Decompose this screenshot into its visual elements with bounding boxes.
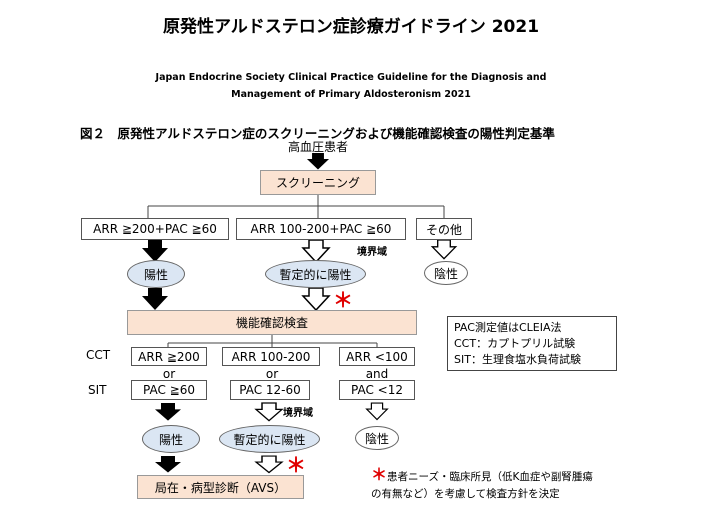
cct-high-box: ARR ≧200 <box>131 347 207 366</box>
english-subtitle: Japan Endocrine Society Clinical Practic… <box>0 69 702 103</box>
arr-high-box: ARR ≧200+PAC ≧60 <box>81 218 229 240</box>
arrow-sit-low <box>366 402 388 421</box>
arrow-provisional-confirm <box>302 287 330 311</box>
asterisk-mark-2: ＊ <box>286 453 306 477</box>
arrow-provisional-avs <box>255 455 283 474</box>
subtitle-line-2: Management of Primary Aldosteronism 2021 <box>231 89 471 100</box>
sit-high-box: PAC ≧60 <box>131 380 207 400</box>
footnote-text-2: の有無など）を考慮して検査方針を決定 <box>371 488 560 500</box>
start-label: 高血圧患者 <box>287 140 348 154</box>
arrow-arr-high <box>142 240 168 262</box>
confirm-branch-lines <box>167 335 378 347</box>
legend-box: PAC測定値はCLEIA法 CCT：カプトプリル試験 SIT：生理食塩水負荷試験 <box>447 316 617 371</box>
footnote-asterisk: ＊ <box>371 465 388 484</box>
or-label-1: or <box>162 367 176 381</box>
legend-line-3: SIT：生理食塩水負荷試験 <box>454 353 581 366</box>
branch-lines <box>147 195 445 218</box>
arrow-positive-confirm <box>142 288 168 310</box>
arrow-start-screening <box>306 153 330 170</box>
asterisk-mark-1: ＊ <box>333 288 353 312</box>
and-label: and <box>365 367 389 381</box>
confirm-test-box: 機能確認検査 <box>127 310 417 335</box>
positive-ellipse-screening: 陽性 <box>127 260 185 288</box>
provisional-ellipse-screening: 暫定的に陽性 <box>265 260 366 288</box>
page-title: 原発性アルドステロン症診療ガイドライン 2021 <box>162 17 540 37</box>
sit-row-label: SIT <box>88 383 107 397</box>
legend-line-1: PAC測定値はCLEIA法 <box>454 321 562 334</box>
footnote: ＊患者ニーズ・臨床所見（低K血症や副腎腫瘍 の有無など）を考慮して検査方針を決定 <box>371 466 593 503</box>
positive-ellipse-confirm: 陽性 <box>142 425 200 453</box>
boundary-label-screening: 境界域 <box>357 247 387 258</box>
arrow-positive-avs <box>155 456 181 473</box>
negative-ellipse-confirm: 陰性 <box>355 426 399 450</box>
footnote-text-1: 患者ニーズ・臨床所見（低K血症や副腎腫瘍 <box>387 471 593 483</box>
negative-ellipse-screening: 陰性 <box>424 261 468 285</box>
sit-mid-box: PAC 12-60 <box>230 380 310 400</box>
arr-mid-box: ARR 100-200+PAC ≧60 <box>236 218 406 240</box>
footnote-line-1: ＊患者ニーズ・臨床所見（低K血症や副腎腫瘍 <box>371 466 593 486</box>
cct-low-box: ARR <100 <box>339 347 415 366</box>
arrow-sit-mid <box>255 402 283 422</box>
or-label-2: or <box>265 367 279 381</box>
provisional-ellipse-confirm: 暫定的に陽性 <box>219 425 320 453</box>
legend-line-2: CCT：カプトプリル試験 <box>454 337 576 350</box>
figure-title: 図２ 原発性アルドステロン症のスクリーニングおよび機能確認検査の陽性判定基準 <box>80 126 555 141</box>
cct-row-label: CCT <box>86 348 111 362</box>
arrow-sit-high <box>155 403 181 421</box>
sit-low-box: PAC <12 <box>339 380 415 400</box>
arr-other-box: その他 <box>416 218 472 240</box>
arrow-arr-other <box>431 239 457 260</box>
screening-box: スクリーニング <box>260 170 376 195</box>
boundary-label-confirm: 境界域 <box>283 408 313 419</box>
subtitle-line-1: Japan Endocrine Society Clinical Practic… <box>155 72 547 83</box>
localization-avs-box: 局在・病型診断（AVS） <box>137 475 304 499</box>
arrow-arr-mid <box>302 239 330 263</box>
cct-mid-box: ARR 100-200 <box>222 347 320 366</box>
